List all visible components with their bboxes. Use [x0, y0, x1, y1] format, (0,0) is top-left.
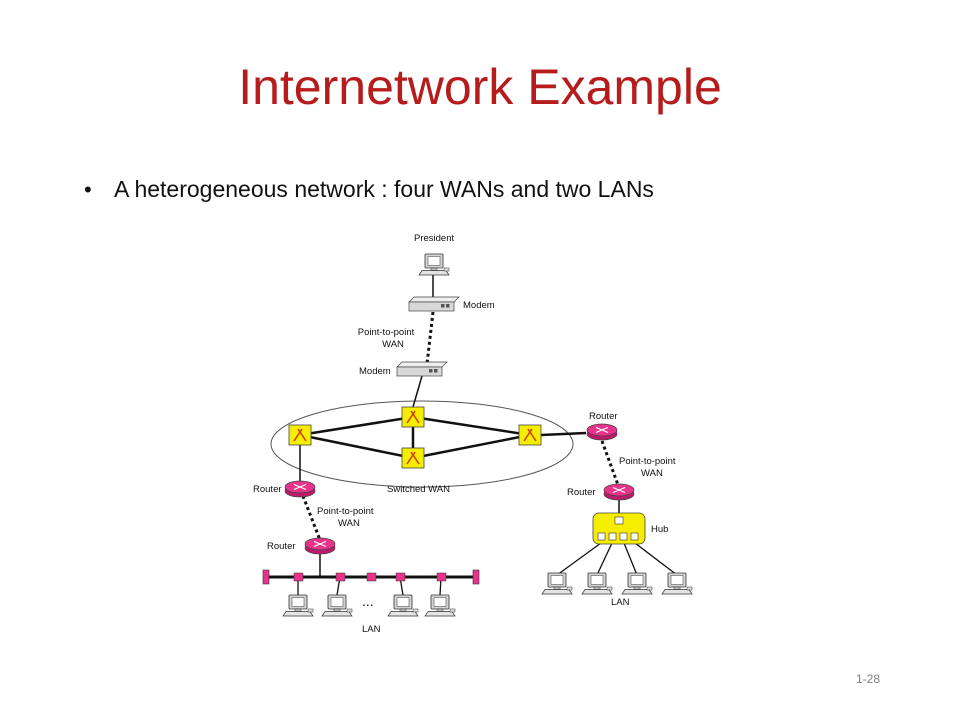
right-lan-label: LAN [611, 597, 630, 608]
p2p-left-label-wan: WAN [338, 518, 360, 529]
p2p-right-label-wan: WAN [641, 468, 663, 479]
lan-tap [395, 572, 406, 582]
bus-terminator [262, 569, 270, 585]
hub-links [556, 542, 678, 576]
bullet-dot-icon: • [84, 177, 92, 202]
bus-terminator [472, 569, 480, 585]
computer-icon [282, 594, 314, 617]
modem-bottom-label: Modem [359, 366, 391, 377]
lan-tap [436, 572, 447, 582]
slide-number: 1-28 [855, 672, 880, 686]
lan-tap [366, 572, 377, 582]
router-icon [304, 537, 336, 555]
ellipsis-label: ... [362, 593, 374, 609]
switch-icon [401, 447, 425, 469]
modem-switch-link [412, 375, 423, 408]
slide-title: Internetwork Example [238, 59, 722, 115]
switch-icon [401, 406, 425, 428]
p2p-left-label: Point-to-point [317, 506, 374, 517]
president-computer-icon [418, 253, 450, 276]
p2p-top-link [425, 311, 435, 365]
computer-icon [321, 594, 353, 617]
hub-icon [592, 512, 646, 545]
router-label: Router [567, 487, 596, 498]
p2p-top-label-wan: WAN [382, 339, 404, 350]
switch-icon [518, 424, 542, 446]
router-icon [586, 423, 618, 441]
p2p-right-label: Point-to-point [619, 456, 676, 467]
lan-tap [335, 572, 346, 582]
hub-label: Hub [651, 524, 668, 535]
bullet-item: • A heterogeneous network : four WANs and… [84, 176, 654, 203]
p2p-left-link [301, 495, 322, 541]
computer-icon [661, 572, 693, 595]
switched-wan-label: Switched WAN [387, 484, 450, 495]
president-label: President [414, 233, 454, 244]
router-label: Router [267, 541, 296, 552]
switched-wan-boundary [270, 400, 574, 488]
router-label: Router [589, 411, 618, 422]
router-icon [284, 480, 316, 498]
computer-icon [621, 572, 653, 595]
computer-icon [387, 594, 419, 617]
computer-icon [424, 594, 456, 617]
wan-to-right-router-link [540, 431, 587, 437]
bullet-text: A heterogeneous network : four WANs and … [114, 176, 654, 202]
computer-icon [541, 572, 573, 595]
lan-tap [293, 572, 304, 582]
computer-icon [581, 572, 613, 595]
p2p-right-link [600, 440, 620, 486]
modem-top-icon [408, 296, 460, 312]
left-lan-label: LAN [362, 624, 381, 635]
switch-icon [288, 424, 312, 446]
modem-top-label: Modem [463, 300, 495, 311]
router-label: Router [253, 484, 282, 495]
router-icon [603, 483, 635, 501]
p2p-top-label: Point-to-point [358, 327, 415, 338]
modem-bottom-icon [396, 361, 448, 377]
